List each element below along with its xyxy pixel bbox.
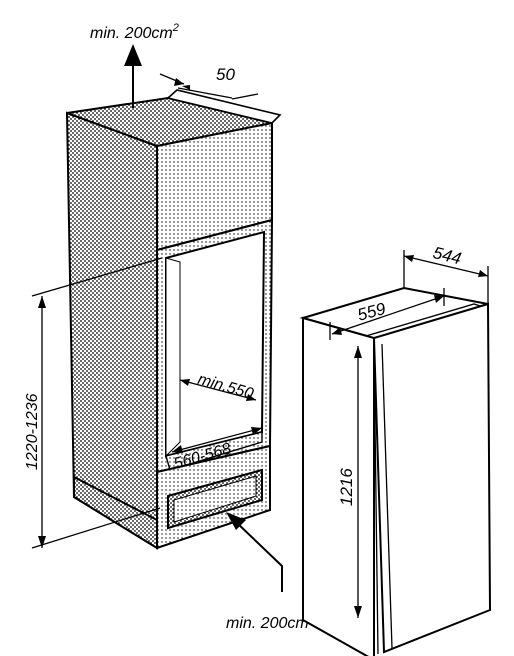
appliance-door bbox=[372, 302, 492, 654]
cabinet-niche-floor bbox=[165, 431, 263, 471]
top-vent-arrow bbox=[124, 44, 142, 108]
svg-text:min. 200cm2: min. 200cm2 bbox=[90, 22, 179, 42]
cabinet-base-skirt bbox=[73, 475, 158, 550]
depth-gap-label: 50 bbox=[216, 65, 235, 84]
appliance-height-dimension: 1216 bbox=[337, 346, 362, 618]
appliance-door-edge bbox=[381, 343, 393, 649]
appliance-side bbox=[302, 316, 375, 656]
bottom-vent-value: min. 200 bbox=[226, 615, 287, 632]
arrow-diagonal-icon bbox=[226, 512, 246, 530]
cabinet bbox=[65, 89, 282, 550]
niche-height-label: 1220-1236 bbox=[24, 393, 41, 470]
top-vent-value: min. 200 bbox=[90, 25, 151, 42]
svg-text:min. 200cm2: min. 200cm2 bbox=[226, 612, 315, 632]
top-vent-label: min. 200cm2 bbox=[90, 22, 179, 42]
appliance-height-label: 1216 bbox=[337, 468, 356, 506]
arrow-up-icon bbox=[124, 44, 142, 66]
bottom-vent-label: min. 200cm2 bbox=[226, 612, 315, 632]
top-vent-unit: cm bbox=[151, 25, 172, 42]
appliance bbox=[299, 286, 492, 656]
niche-height-dimension: 1220-1236 bbox=[24, 257, 163, 549]
cabinet-niche-inner-wall bbox=[165, 257, 181, 458]
depth-gap-dimension: 50 bbox=[159, 65, 259, 100]
cabinet-niche-opening bbox=[165, 230, 266, 458]
top-vent-exponent: 2 bbox=[172, 22, 179, 34]
plinth-vent-grille-inner bbox=[173, 475, 257, 523]
bottom-vent-arrow bbox=[226, 512, 283, 592]
cabinet-rear-vent-gap bbox=[166, 89, 282, 124]
appliance-depth-label: 544 bbox=[431, 243, 463, 268]
